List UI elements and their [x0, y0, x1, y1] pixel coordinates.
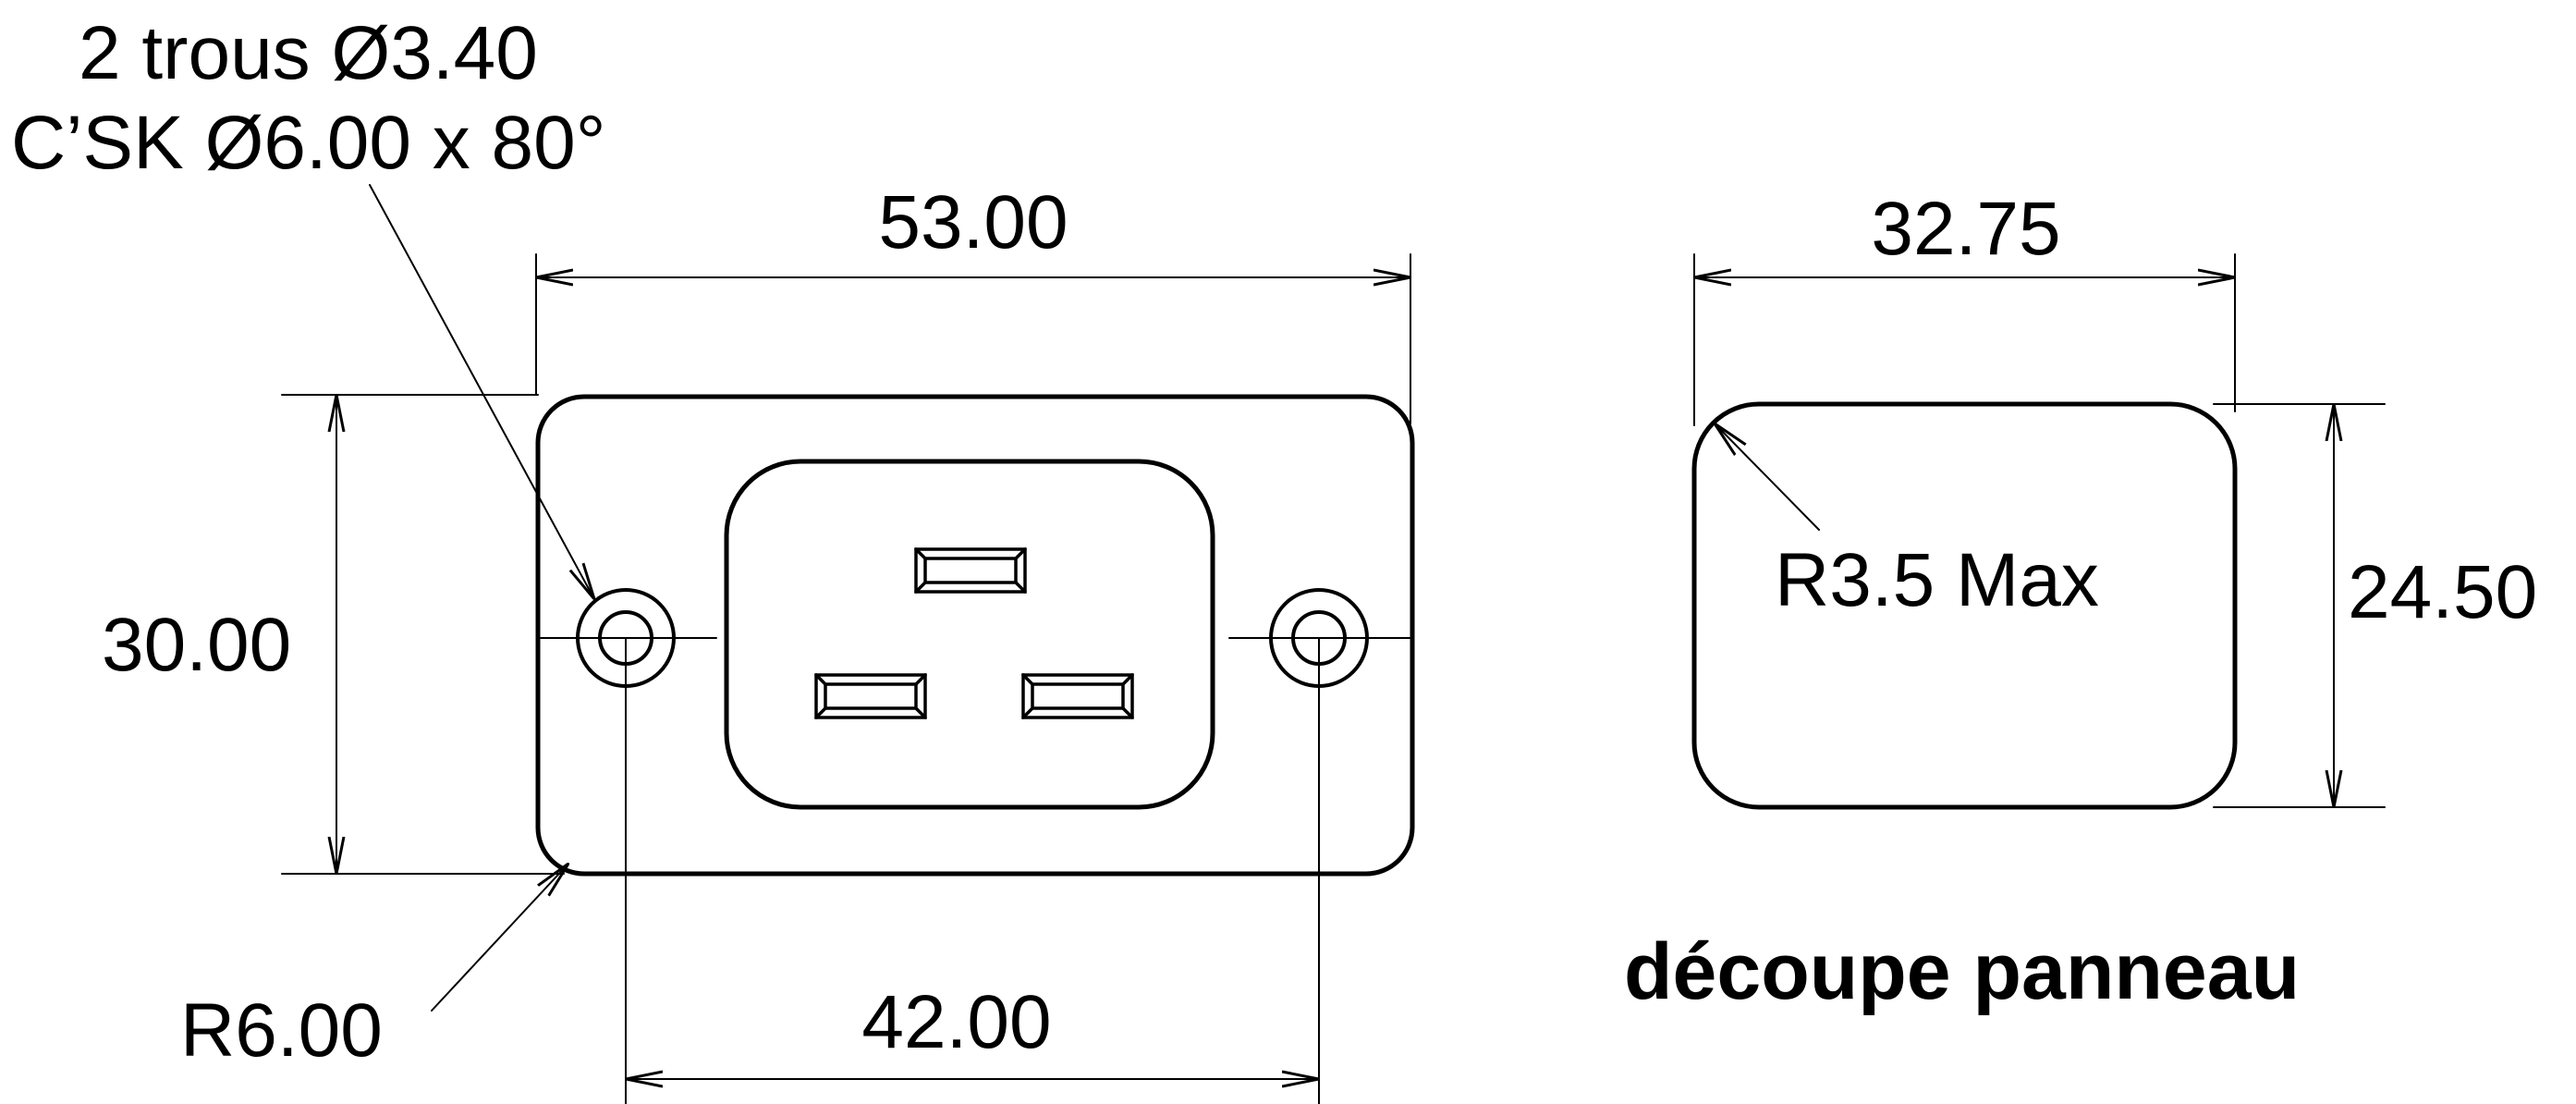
dim-label-flange-width: 53.00: [878, 180, 1068, 264]
dim-label-cutout-radius: R3.5 Max: [1775, 538, 2099, 622]
dim-label-cutout-width: 32.75: [1871, 187, 2060, 271]
flange-outline: [535, 394, 1415, 877]
leader-corner-radius: [431, 864, 568, 1012]
dim-cutout-height: [2213, 403, 2386, 808]
dim-flange-width: [535, 253, 1411, 424]
dim-flange-height: [281, 394, 565, 875]
dim-label-cutout-height: 24.50: [2348, 550, 2537, 634]
dim-label-corner-radius: R6.00: [180, 988, 383, 1073]
contact-slot-top: [914, 547, 1027, 594]
leader-holes: [369, 184, 594, 600]
holes-note-line1: 2 trous Ø3.40: [79, 11, 538, 95]
cutout-outline: [1691, 401, 2238, 810]
contact-slot-right: [1021, 673, 1134, 719]
dim-label-hole-spacing: 42.00: [861, 980, 1051, 1064]
mounting-hole-left: [540, 588, 717, 688]
cutout-title: découpe panneau: [1624, 927, 2300, 1016]
contact-slot-left: [814, 673, 927, 719]
dim-hole-spacing: [625, 637, 1320, 1104]
holes-note-line2: C’SK Ø6.00 x 80°: [11, 101, 606, 185]
dim-cutout-width: [1693, 253, 2236, 426]
leader-cutout-radius: [1715, 423, 1820, 531]
socket-body: [724, 459, 1215, 810]
dim-label-flange-height: 30.00: [102, 603, 291, 687]
